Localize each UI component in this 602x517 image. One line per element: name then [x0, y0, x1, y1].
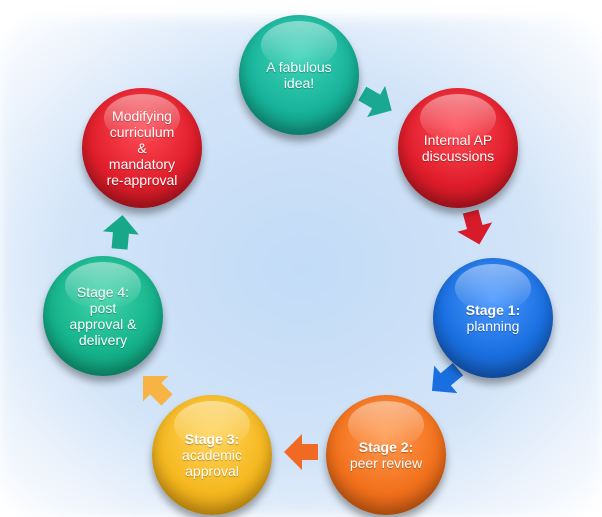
node-stage2: Stage 2: peer review	[326, 395, 446, 515]
node-stage4-label: Stage 4: post approval & delivery	[69, 284, 137, 348]
node-stage2-label: Stage 2: peer review	[349, 439, 423, 471]
node-stage1-label: Stage 1: planning	[465, 302, 521, 334]
arrow-stage4-to-modifying	[102, 215, 139, 250]
arrow-stage2-to-stage3	[284, 434, 318, 470]
node-stage1: Stage 1: planning	[433, 258, 553, 378]
node-internal-label: Internal AP discussions	[421, 132, 495, 164]
node-stage4: Stage 4: post approval & delivery	[43, 256, 163, 376]
arrow-stage3-to-stage4	[142, 375, 173, 406]
node-modifying-label: Modifying curriculum & mandatory re-appr…	[106, 108, 178, 188]
arrow-stage1-to-stage2	[431, 362, 464, 394]
node-internal-discussions: Internal AP discussions	[398, 88, 518, 208]
node-modifying-curriculum: Modifying curriculum & mandatory re-appr…	[82, 88, 202, 208]
node-stage3: Stage 3: academic approval	[152, 395, 272, 515]
node-idea: A fabulous idea!	[239, 15, 359, 135]
arrow-idea-to-internal	[358, 85, 392, 118]
node-stage3-label: Stage 3: academic approval	[182, 431, 242, 479]
node-idea-label: A fabulous idea!	[266, 59, 332, 91]
arrow-internal-to-stage1	[457, 209, 493, 245]
